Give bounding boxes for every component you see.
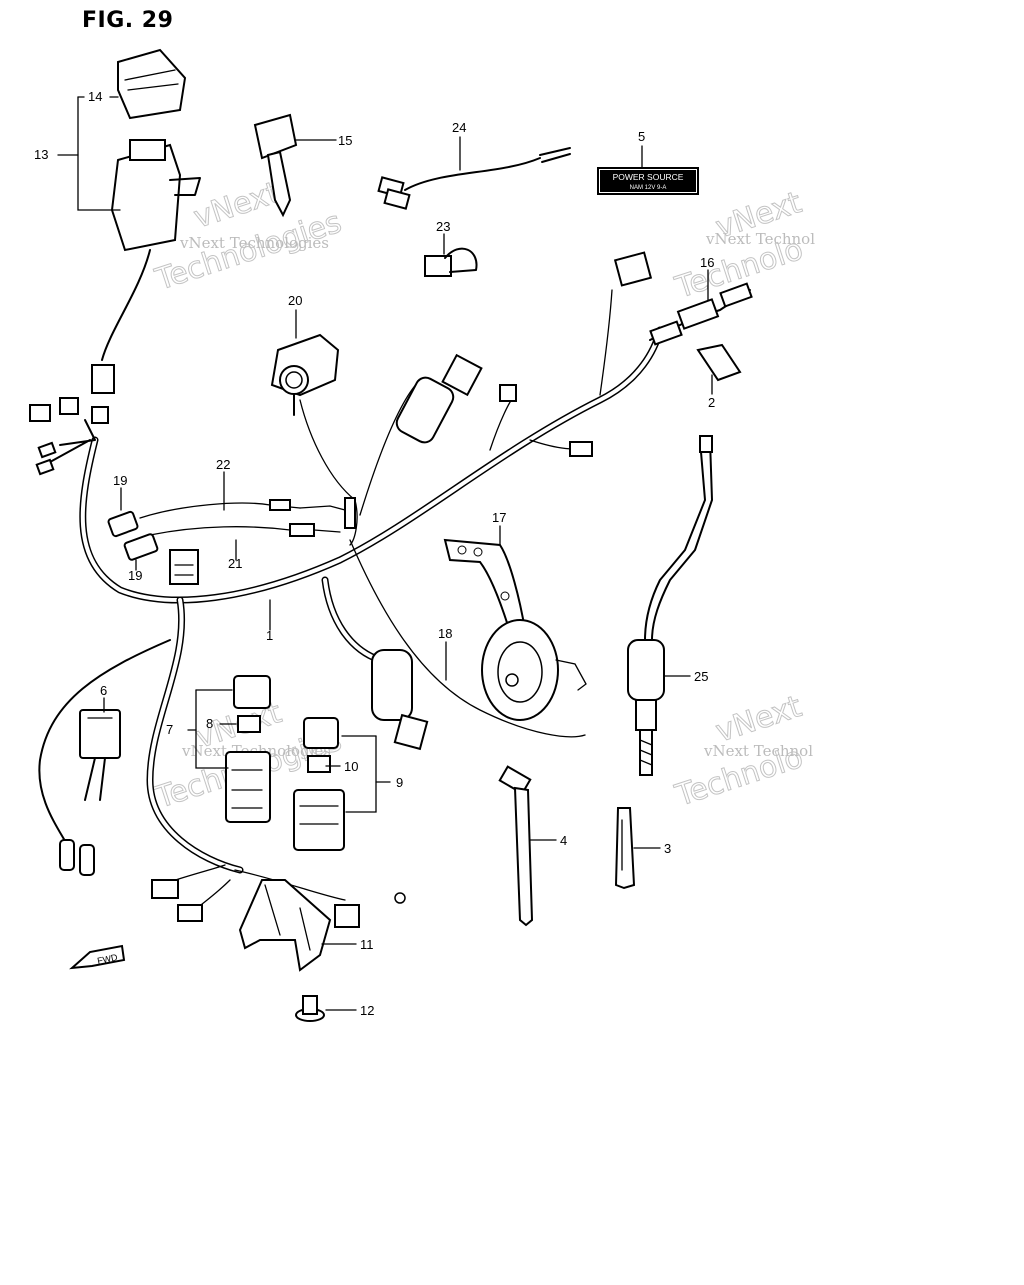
cap-19-upper: [107, 510, 139, 538]
callout-6: 6: [100, 683, 107, 698]
callout-numbers: 14 13 15 24 5 23 16 2 20 22 21 19 19 17 …: [34, 89, 715, 1018]
spark-plug: [635, 699, 657, 776]
callout-22: 22: [216, 457, 230, 472]
callout-16: 16: [700, 255, 714, 270]
callout-10: 10: [344, 759, 358, 774]
lead-wire-21: [149, 523, 341, 537]
relay-8: [237, 715, 261, 733]
horn-bracket: [443, 538, 527, 634]
relay-9: [303, 717, 339, 749]
watermark-center-top: vNext Technologies vNext Technologies: [150, 175, 346, 299]
svg-text:vNext Technol: vNext Technol: [703, 742, 813, 760]
cap-19-lower: [123, 533, 159, 561]
wiring-tie: [498, 765, 534, 927]
relay-socket-9: [293, 789, 345, 851]
callout-12: 12: [360, 1003, 374, 1018]
watermark-right-bottom: vNext Technolo vNext Technol: [670, 689, 813, 815]
callout-23: 23: [436, 219, 450, 234]
callout-11: 11: [360, 937, 374, 952]
callout-24: 24: [452, 120, 466, 135]
callout-13: 13: [34, 147, 48, 162]
relay-small: [169, 549, 199, 585]
handlebar-switch: [270, 333, 340, 416]
svg-text:vNext Technologies: vNext Technologies: [179, 234, 329, 252]
clamp-23: [424, 247, 478, 277]
callout-19-lower: 19: [128, 568, 142, 583]
callout-leaders: [57, 96, 713, 1011]
callout-17: 17: [492, 510, 506, 525]
harness-left-connectors: [29, 364, 115, 476]
svg-text:vNext Technol: vNext Technol: [705, 230, 815, 248]
callout-7: 7: [166, 722, 173, 737]
main-wiring-harness: [38, 289, 664, 911]
hi-tension-connector: [613, 251, 753, 346]
horn: [481, 619, 587, 721]
lead-wire-22: [139, 497, 356, 529]
callout-2: 2: [708, 395, 715, 410]
callout-5: 5: [638, 129, 645, 144]
callout-25: 25: [694, 669, 708, 684]
forward-arrow: FWD: [69, 944, 126, 970]
clamp-2: [696, 343, 742, 382]
relay-6: [59, 709, 121, 876]
figure-title: FIG. 29: [82, 8, 174, 33]
harness-bottom-connectors: [151, 879, 406, 928]
harness-bracket: [238, 879, 332, 972]
callout-1: 1: [266, 628, 273, 643]
svg-text:POWER SOURCE: POWER SOURCE: [613, 172, 684, 182]
bolt: [295, 995, 325, 1022]
svg-text:FWD: FWD: [96, 952, 119, 966]
ignition-key: [253, 113, 298, 218]
relay-7: [233, 675, 271, 709]
ignition-switch: [101, 139, 201, 361]
condenser: [371, 649, 429, 751]
power-source-label: POWER SOURCE NAM 12V 9-A: [597, 167, 699, 195]
callout-19-upper: 19: [113, 473, 127, 488]
ignition-switch-cover: [117, 48, 187, 120]
wiring-band: [614, 807, 636, 890]
callout-18: 18: [438, 626, 452, 641]
relay-socket-7: [225, 751, 271, 823]
callout-14: 14: [88, 89, 102, 104]
callout-4: 4: [560, 833, 567, 848]
callout-8: 8: [206, 716, 213, 731]
callout-20: 20: [288, 293, 302, 308]
spark-plug-cap: [627, 435, 713, 701]
callout-15: 15: [338, 133, 352, 148]
lead-wire-24: [377, 147, 571, 210]
callout-3: 3: [664, 841, 671, 856]
svg-text:NAM 12V 9-A: NAM 12V 9-A: [630, 185, 667, 191]
callout-9: 9: [396, 775, 403, 790]
callout-21: 21: [228, 556, 242, 571]
ignition-coil: [395, 353, 593, 457]
relay-10: [307, 755, 331, 773]
